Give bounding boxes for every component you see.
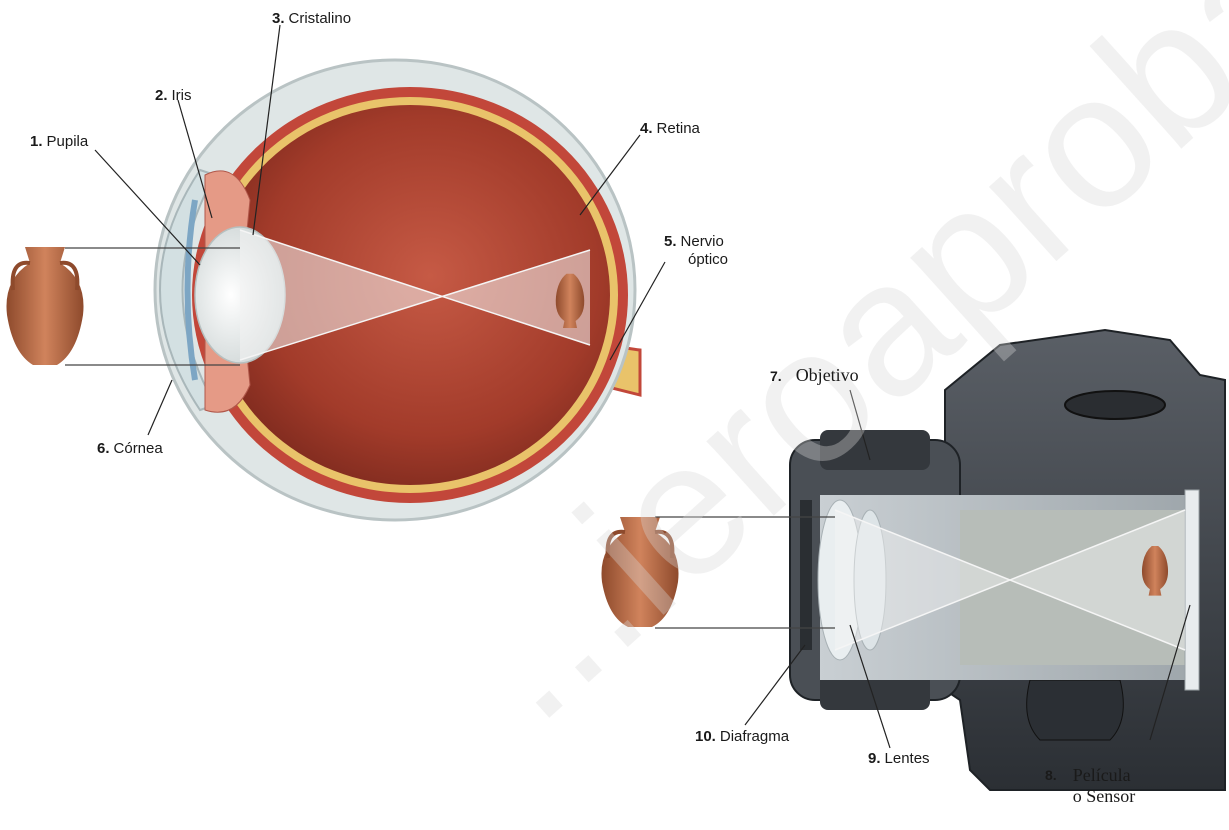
label-diafragma: 10.Diafragma xyxy=(695,728,789,746)
eye-object-vase xyxy=(6,247,83,365)
camera-sensor xyxy=(1185,490,1199,690)
label-cornea: 6.Córnea xyxy=(97,440,163,458)
label-lentes: 9.Lentes xyxy=(868,750,930,768)
mode-dial xyxy=(1065,391,1165,419)
camera-object-vase xyxy=(601,517,678,627)
camera-grip xyxy=(1027,680,1124,740)
label-objetivo: 7.Objetivo xyxy=(770,365,859,387)
lens-ring xyxy=(820,430,930,470)
label-cristalino: 3.Cristalino xyxy=(272,10,351,28)
label-iris: 2.Iris xyxy=(155,87,192,105)
label-pupila: 1.Pupila xyxy=(30,133,88,151)
label-retina: 4.Retina xyxy=(640,120,700,138)
camera-illustration xyxy=(601,330,1225,790)
